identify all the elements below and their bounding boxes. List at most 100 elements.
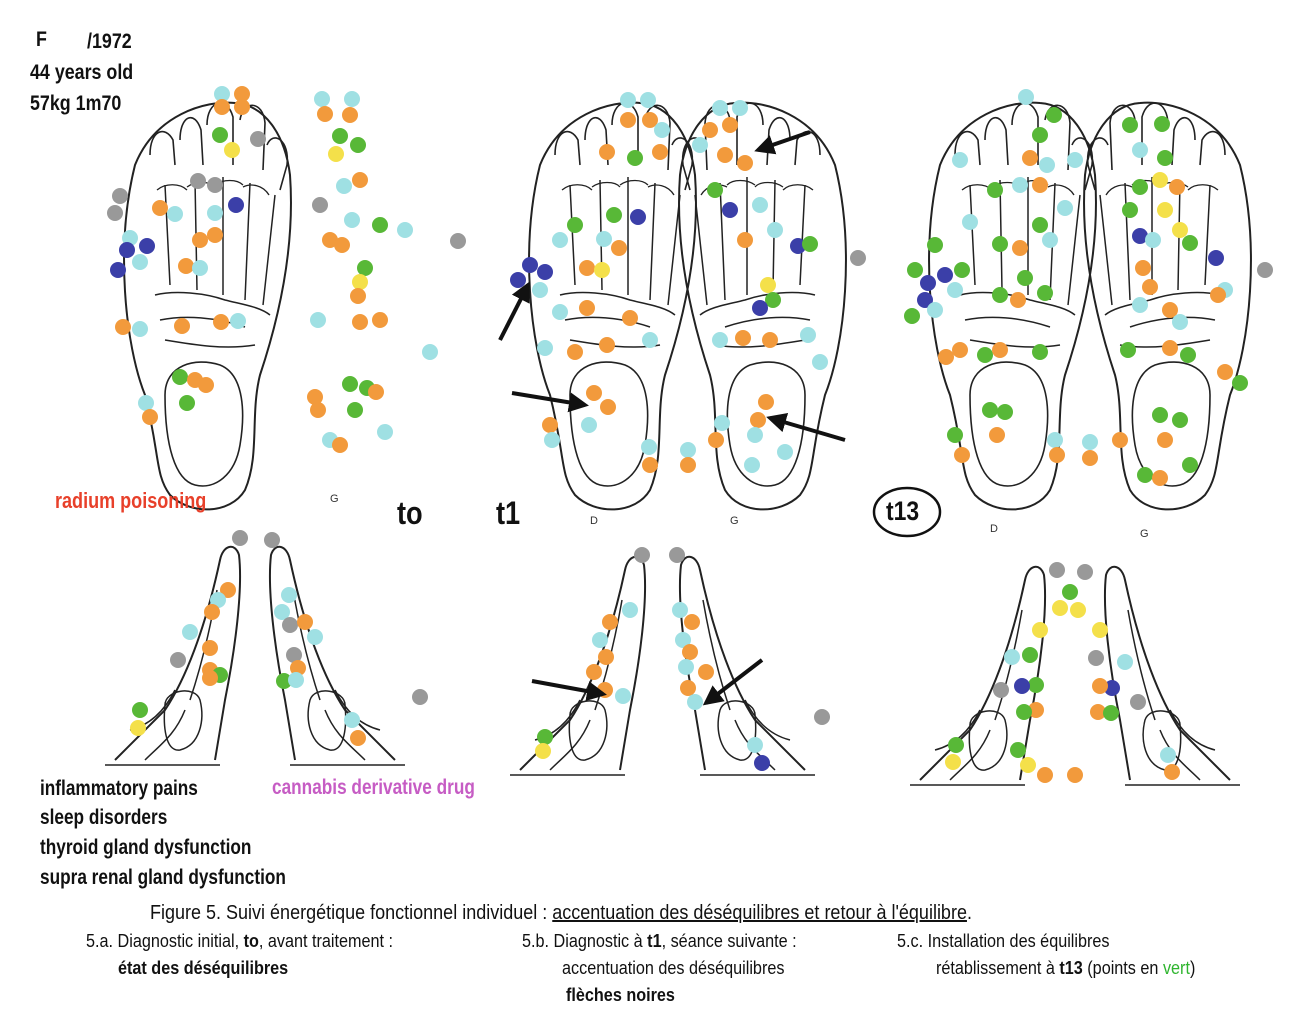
energy-point	[722, 202, 738, 218]
energy-point	[1032, 344, 1048, 360]
energy-point	[139, 238, 155, 254]
energy-point	[213, 314, 229, 330]
energy-point	[1046, 107, 1062, 123]
energy-point	[680, 680, 696, 696]
energy-point	[1172, 222, 1188, 238]
energy-point	[107, 205, 123, 221]
energy-point	[202, 670, 218, 686]
energy-point	[179, 395, 195, 411]
energy-point	[450, 233, 466, 249]
energy-point	[230, 313, 246, 329]
energy-point	[352, 274, 368, 290]
energy-point	[310, 312, 326, 328]
energy-point	[192, 260, 208, 276]
energy-point	[310, 402, 326, 418]
side-label-G: G	[730, 515, 739, 527]
symptom-item: supra renal gland dysfunction	[40, 866, 286, 890]
patient-age: 44 years old	[30, 61, 133, 85]
black-arrow-icon	[532, 681, 603, 694]
caption-b-line2: accentuation des déséquilibres	[562, 958, 784, 979]
energy-point	[594, 262, 610, 278]
energy-point	[167, 206, 183, 222]
energy-point	[422, 344, 438, 360]
energy-point	[598, 649, 614, 665]
energy-point	[344, 91, 360, 107]
energy-point	[1032, 177, 1048, 193]
caption-b-line1: 5.b. Diagnostic à t1, séance suivante :	[522, 931, 797, 952]
side-label-D: D	[590, 515, 598, 527]
energy-point	[112, 188, 128, 204]
energy-point	[152, 200, 168, 216]
energy-point	[567, 217, 583, 233]
energy-point	[620, 92, 636, 108]
patient-birth-year: /1972	[87, 30, 132, 54]
patient-sex: F	[36, 28, 47, 52]
energy-point	[344, 212, 360, 228]
energy-point	[682, 644, 698, 660]
black-arrow-icon	[512, 393, 585, 405]
black-arrow-icon	[500, 285, 528, 340]
energy-point	[132, 254, 148, 270]
energy-point	[1132, 142, 1148, 158]
energy-point	[702, 122, 718, 138]
energy-point	[1012, 240, 1028, 256]
energy-point	[760, 277, 776, 293]
energy-point	[317, 106, 333, 122]
energy-point	[669, 547, 685, 563]
energy-point	[714, 415, 730, 431]
energy-point	[744, 457, 760, 473]
energy-point	[962, 214, 978, 230]
energy-point	[993, 682, 1009, 698]
energy-point	[652, 144, 668, 160]
energy-point	[1082, 450, 1098, 466]
energy-point	[1012, 177, 1028, 193]
energy-point	[1162, 340, 1178, 356]
energy-point	[537, 340, 553, 356]
energy-point	[1122, 202, 1138, 218]
energy-point	[1010, 742, 1026, 758]
energy-point	[1052, 600, 1068, 616]
energy-point	[680, 442, 696, 458]
energy-point	[207, 227, 223, 243]
energy-point	[178, 258, 194, 274]
energy-point	[627, 150, 643, 166]
energy-point	[350, 730, 366, 746]
energy-point	[947, 282, 963, 298]
energy-point	[1152, 470, 1168, 486]
energy-point	[758, 394, 774, 410]
energy-point	[692, 137, 708, 153]
energy-point	[712, 100, 728, 116]
energy-point	[1016, 704, 1032, 720]
cannabis-label: cannabis derivative drug	[272, 776, 475, 800]
energy-point	[532, 282, 548, 298]
energy-point	[1022, 150, 1038, 166]
energy-point	[352, 314, 368, 330]
energy-point	[307, 629, 323, 645]
energy-point	[997, 404, 1013, 420]
energy-point	[207, 205, 223, 221]
energy-point	[596, 231, 612, 247]
energy-point	[602, 614, 618, 630]
energy-point	[264, 532, 280, 548]
side-label-D: D	[990, 523, 998, 535]
energy-point	[992, 236, 1008, 252]
energy-point	[752, 197, 768, 213]
foot-to-right	[124, 103, 291, 510]
energy-point	[1020, 757, 1036, 773]
energy-point	[542, 417, 558, 433]
energy-point	[611, 240, 627, 256]
energy-point	[1130, 694, 1146, 710]
energy-point	[1152, 172, 1168, 188]
symptom-item: sleep disorders	[40, 806, 167, 830]
energy-point	[952, 342, 968, 358]
energy-point	[1232, 375, 1248, 391]
energy-point	[250, 131, 266, 147]
energy-point	[282, 617, 298, 633]
footside-t1-right	[510, 557, 645, 775]
energy-point	[952, 152, 968, 168]
energy-point	[1169, 179, 1185, 195]
energy-point	[138, 395, 154, 411]
energy-point	[198, 377, 214, 393]
energy-point	[698, 664, 714, 680]
energy-point	[579, 260, 595, 276]
